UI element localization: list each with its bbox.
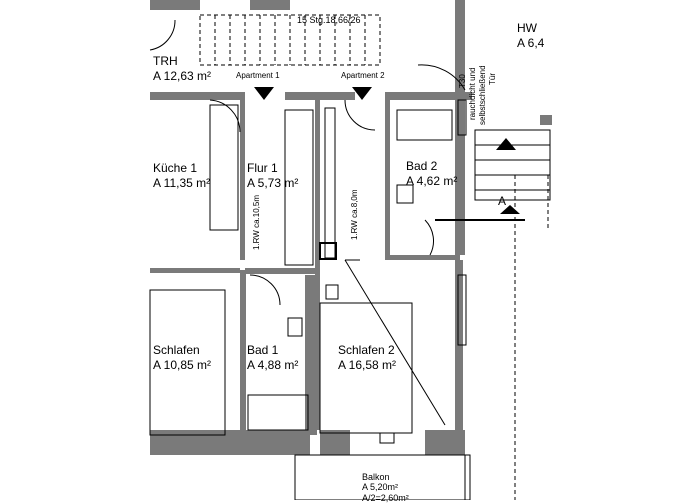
stairs-label: 15 Stg.18,66/26	[297, 15, 361, 25]
apartment-1-marker	[254, 87, 274, 100]
kueche-name: Küche 1	[153, 161, 198, 175]
schlafen2-area: A 16,58 m²	[338, 358, 397, 372]
stair-up-marker	[496, 138, 516, 150]
balkon-area: A 5,20m²	[362, 482, 399, 493]
balkon-half: A/2=2,60m²	[362, 492, 409, 503]
schlafen1-area: A 10,85 m²	[153, 358, 212, 372]
walls	[150, 0, 552, 455]
door-note-line2: rauchdicht und	[468, 67, 477, 120]
bad1-name: Bad 1	[247, 343, 279, 357]
kueche-area: A 11,35 m²	[153, 176, 211, 190]
rw1-label: 1.RW ca.10,5m	[252, 195, 261, 250]
schlafen2-name: Schlafen 2	[338, 343, 395, 357]
flur-name: Flur 1	[247, 161, 278, 175]
door-note-line4: Tür	[488, 73, 497, 85]
section-mark-label: A	[498, 194, 507, 208]
markers	[254, 87, 520, 214]
trh-area: A 12,63 m²	[153, 69, 212, 83]
door-note-line3: selbstschließend	[478, 65, 487, 125]
rw2-label: 1.RW ca.8,0m	[350, 189, 359, 240]
balkon-block: Balkon A 5,20m² A/2=2,60m²	[362, 472, 409, 503]
hallway-area: A 6,4	[517, 36, 545, 50]
bad2-area: A 4,62 m²	[406, 174, 458, 188]
bad1-area: A 4,88 m²	[247, 358, 299, 372]
apartment-1-label: Apartment 1	[236, 71, 280, 80]
stair-lines	[149, 14, 551, 500]
hallway-name: HW	[517, 21, 537, 35]
schlafen1-name: Schlafen	[153, 343, 200, 357]
bad2-name: Bad 2	[406, 159, 438, 173]
section-marker	[500, 205, 520, 214]
apartment-2-marker	[352, 87, 372, 100]
flur-area: A 5,73 m²	[247, 176, 299, 190]
door-note-line1: T30	[458, 74, 467, 88]
apartment-2-label: Apartment 2	[341, 71, 385, 80]
trh-name: TRH	[153, 54, 178, 68]
balkon-name: Balkon	[362, 472, 390, 482]
